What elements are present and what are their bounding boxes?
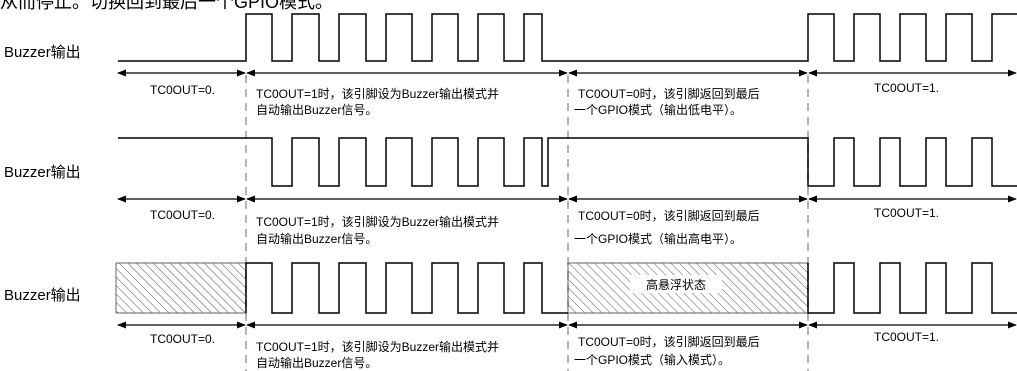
timing-row-2: Buzzer输出 TC0OUT=0. TC0OUT=1时，该引脚设为Buzzer… bbox=[4, 137, 1017, 246]
segment-label: TC0OUT=0. bbox=[150, 332, 215, 346]
waveform-signal bbox=[118, 137, 1017, 187]
segment-label: TC0OUT=0. bbox=[150, 83, 215, 97]
hatch-label: 高悬浮状态 bbox=[646, 277, 706, 292]
timing-row-3: Buzzer输出 高悬浮状态 TC0OUT=0. TC0OUT=1时，该引脚设为… bbox=[4, 262, 1017, 370]
segment-note: TC0OUT=0时，该引脚返回到最后 bbox=[578, 334, 760, 349]
row-label: Buzzer输出 bbox=[4, 287, 81, 304]
segment-note: 自动输出Buzzer信号。 bbox=[256, 102, 377, 117]
segment-note: 一个GPIO模式（输出低电平）。 bbox=[574, 102, 742, 117]
waveform-signal bbox=[118, 13, 1017, 62]
hatch-region-high-z bbox=[115, 262, 247, 314]
hatch-label-bg bbox=[630, 275, 722, 293]
row-label: Buzzer输出 bbox=[4, 44, 81, 61]
segment-note: TC0OUT=1时，该引脚设为Buzzer输出模式并 bbox=[256, 339, 499, 354]
segment-note: 自动输出Buzzer信号。 bbox=[256, 231, 377, 246]
segment-note: TC0OUT=0时，该引脚返回到最后 bbox=[578, 208, 760, 223]
row-label: Buzzer输出 bbox=[4, 164, 81, 181]
segment-note: TC0OUT=0时，该引脚返回到最后 bbox=[578, 86, 760, 101]
segment-note: TC0OUT=1时，该引脚设为Buzzer输出模式并 bbox=[256, 86, 499, 101]
segment-note: 自动输出Buzzer信号。 bbox=[256, 355, 377, 370]
timing-row-1: Buzzer输出 TC0OUT=0. TC0OUT=1时，该引脚设为Buzzer… bbox=[4, 13, 1017, 117]
segment-note: 一个GPIO模式（输出高电平）。 bbox=[574, 231, 742, 246]
segment-label: TC0OUT=0. bbox=[150, 208, 215, 222]
segment-label: TC0OUT=1. bbox=[874, 81, 939, 95]
title-fragment: 从而停止。切换回到最后一个GPIO模式。 bbox=[0, 0, 333, 12]
boundary-lines bbox=[245, 75, 809, 371]
segment-note: 一个GPIO模式（输入模式）。 bbox=[574, 352, 730, 367]
segment-label: TC0OUT=1. bbox=[874, 206, 939, 220]
waveform-signal bbox=[245, 262, 1017, 314]
segment-label: TC0OUT=1. bbox=[874, 330, 939, 344]
segment-note: TC0OUT=1时，该引脚设为Buzzer输出模式并 bbox=[256, 214, 499, 229]
